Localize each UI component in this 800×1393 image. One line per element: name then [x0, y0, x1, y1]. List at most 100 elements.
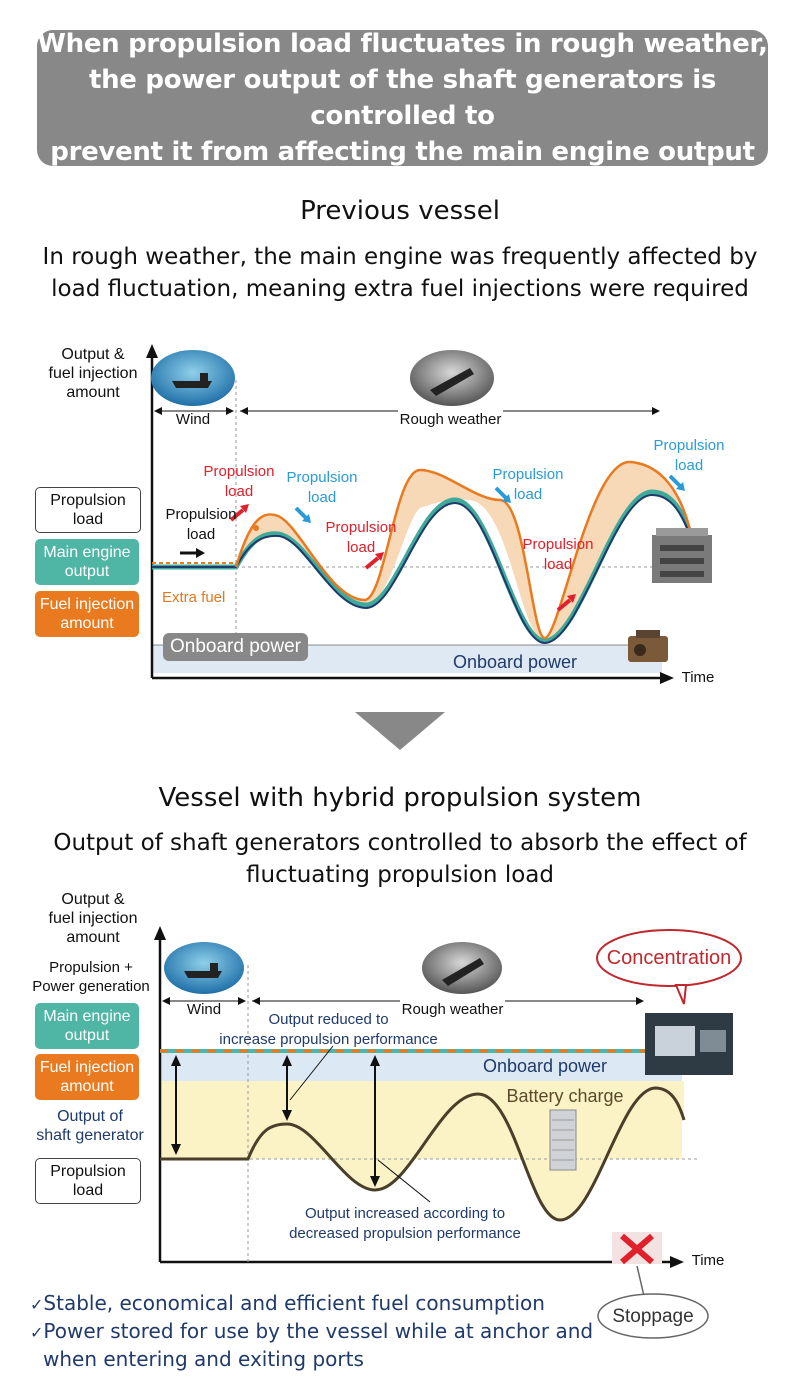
pp-line-1: Propulsion + [49, 959, 133, 976]
previous-title: Previous vessel [300, 196, 500, 226]
previous-time-label: Time [681, 669, 715, 686]
previous-propulsion-load-red-1: Propulsion load [198, 462, 280, 502]
headline-banner: When propulsion load fluctuates in rough… [37, 29, 768, 167]
benefit-2-line-2: when entering and exiting ports [43, 1347, 364, 1371]
reduced-line-2: increase propulsion performance [219, 1031, 438, 1048]
legend-main-engine-line-2: output [64, 563, 110, 580]
hybrid-subtitle-line-2: fluctuating propulsion load [246, 862, 554, 888]
hybrid-legend-main-engine-output: Main engine output [35, 1003, 139, 1049]
pl-black-line-2: load [186, 526, 216, 543]
hybrid-legend-main-engine-line-1: Main engine [43, 1008, 131, 1025]
previous-x-axis-arrowhead [660, 672, 674, 684]
previous-propulsion-load-blue-2: Propulsion load [487, 465, 569, 505]
pl-red3-line-1: Propulsion [522, 536, 594, 553]
calm-ship-icon [151, 350, 235, 406]
increased-line-2: decreased propulsion performance [289, 1225, 521, 1242]
legend-propulsion-line-1: Propulsion [50, 492, 126, 509]
previous-yaxis-line-2: fuel injection [48, 365, 138, 382]
fuel-injection-curve [234, 460, 692, 640]
legend-propulsion-load: Propulsion load [35, 487, 141, 533]
pp-line-2: Power generation [32, 978, 150, 995]
previous-wind-label: Wind [175, 411, 211, 428]
onboard-power-box [163, 633, 308, 661]
output-increased-label: Output increased according to decreased … [270, 1204, 540, 1244]
shaft-output-arrow-reduced [282, 1055, 292, 1121]
concentration-label: Concentration [606, 947, 732, 969]
check-icon: ✓ [30, 1295, 44, 1314]
headline-line-2: the power output of the shaft generators… [88, 65, 717, 131]
previous-y-axis-arrowhead [146, 344, 158, 358]
hybrid-storm-ship-icon [422, 942, 502, 994]
main-engine-icon [652, 528, 712, 583]
pl-red2-line-1: Propulsion [325, 519, 397, 536]
previous-propulsion-load-blue-3: Propulsion load [648, 436, 730, 476]
pl-blue2-line-2: load [513, 486, 543, 503]
hybrid-legend-fuel-line-1: Fuel injection [39, 1059, 135, 1076]
previous-subtitle: In rough weather, the main engine was fr… [0, 241, 800, 305]
previous-propulsion-load-black: Propulsion load [156, 505, 246, 545]
hybrid-legend-propulsion-load: Propulsion load [35, 1158, 141, 1204]
pl-black-line-1: Propulsion [165, 506, 237, 523]
previous-yaxis-label: Output & fuel injection amount [38, 345, 148, 402]
previous-subtitle-line-1: In rough weather, the main engine was fr… [42, 244, 758, 270]
hybrid-rough-label: Rough weather [401, 1001, 504, 1018]
hybrid-legend-propulsion-line-2: load [72, 1182, 104, 1199]
hybrid-calm-ship-icon [164, 942, 244, 994]
hybrid-onboard-power-band [160, 1051, 682, 1081]
previous-yaxis-line-3: amount [66, 384, 120, 401]
hybrid-legend-fuel-injection: Fuel injection amount [35, 1054, 139, 1100]
benefits-list: ✓Stable, economical and efficient fuel c… [30, 1290, 593, 1373]
previous-propulsion-load-blue-1: Propulsion load [281, 468, 363, 508]
pl-blue3-line-1: Propulsion [653, 437, 725, 454]
headline-line-3: prevent it from affecting the main engin… [50, 137, 755, 167]
hybrid-yaxis-line-1: Output & [61, 891, 125, 908]
generator-icon [628, 630, 668, 662]
legend-fuel-line-1: Fuel injection [39, 596, 135, 613]
hybrid-legend-propulsion-line-1: Propulsion [50, 1163, 126, 1180]
hybrid-x-axis-arrowhead [670, 1256, 684, 1268]
previous-subtitle-line-2: load fluctuation, meaning extra fuel inj… [51, 276, 749, 302]
battery-charge-label: Battery charge [506, 1086, 624, 1106]
pl-blue2-line-1: Propulsion [492, 466, 564, 483]
check-icon: ✓ [30, 1323, 44, 1342]
propulsion-load-curve [152, 493, 691, 645]
previous-yaxis-line-1: Output & [61, 346, 125, 363]
stoppage-label: Stoppage [612, 1306, 694, 1327]
hybrid-yaxis-label: Output & fuel injection amount [38, 890, 148, 947]
hybrid-wind-label: Wind [186, 1001, 222, 1018]
shaft-output-arrow-increased [370, 1055, 380, 1187]
pl-red1-line-2: load [224, 483, 254, 500]
previous-onboard-power-label: Onboard power [452, 652, 578, 672]
hybrid-time-label: Time [691, 1252, 725, 1269]
hybrid-title: Vessel with hybrid propulsion system [158, 783, 642, 813]
fuel-injection-band [152, 461, 690, 640]
benefit-1-label: Stable, economical and efficient fuel co… [43, 1291, 545, 1315]
legend-fuel-injection: Fuel injection amount [35, 591, 139, 637]
headline-line-1: When propulsion load fluctuates in rough… [37, 29, 768, 59]
main-engine-output-curve [152, 489, 693, 644]
hybrid-propulsion-load-curve [160, 1086, 686, 1222]
pl-blue3-line-2: load [674, 457, 704, 474]
output-reduced-label: Output reduced to increase propulsion pe… [206, 1010, 451, 1050]
hybrid-subtitle: Output of shaft generators controlled to… [0, 827, 800, 891]
hybrid-subtitle-line-1: Output of shaft generators controlled to… [53, 830, 747, 856]
hybrid-yaxis-line-2: fuel injection [48, 910, 138, 927]
pl-red2-line-2: load [346, 539, 376, 556]
hybrid-yaxis-line-3: amount [66, 929, 120, 946]
battery-icon [549, 1109, 577, 1171]
previous-rough-label: Rough weather [399, 411, 502, 428]
hybrid-onboard-power-label: Onboard power [482, 1056, 608, 1076]
legend-main-engine-output: Main engine output [35, 539, 139, 585]
hybrid-legend-fuel-line-2: amount [60, 1078, 114, 1095]
stoppage-bubble [597, 1293, 709, 1339]
legend-main-engine-line-1: Main engine [43, 544, 131, 561]
reduced-line-1: Output reduced to [268, 1011, 389, 1028]
benefit-1-text: ✓Stable, economical and efficient fuel c… [30, 1290, 593, 1318]
legend-propulsion-line-2: load [72, 511, 104, 528]
benefit-item-2: ✓Power stored for use by the vessel whil… [30, 1318, 593, 1373]
onboard-power-box-label: Onboard power [170, 636, 301, 657]
increased-line-1: Output increased according to [304, 1205, 506, 1222]
benefit-2-line-1: Power stored for use by the vessel while… [43, 1319, 594, 1343]
